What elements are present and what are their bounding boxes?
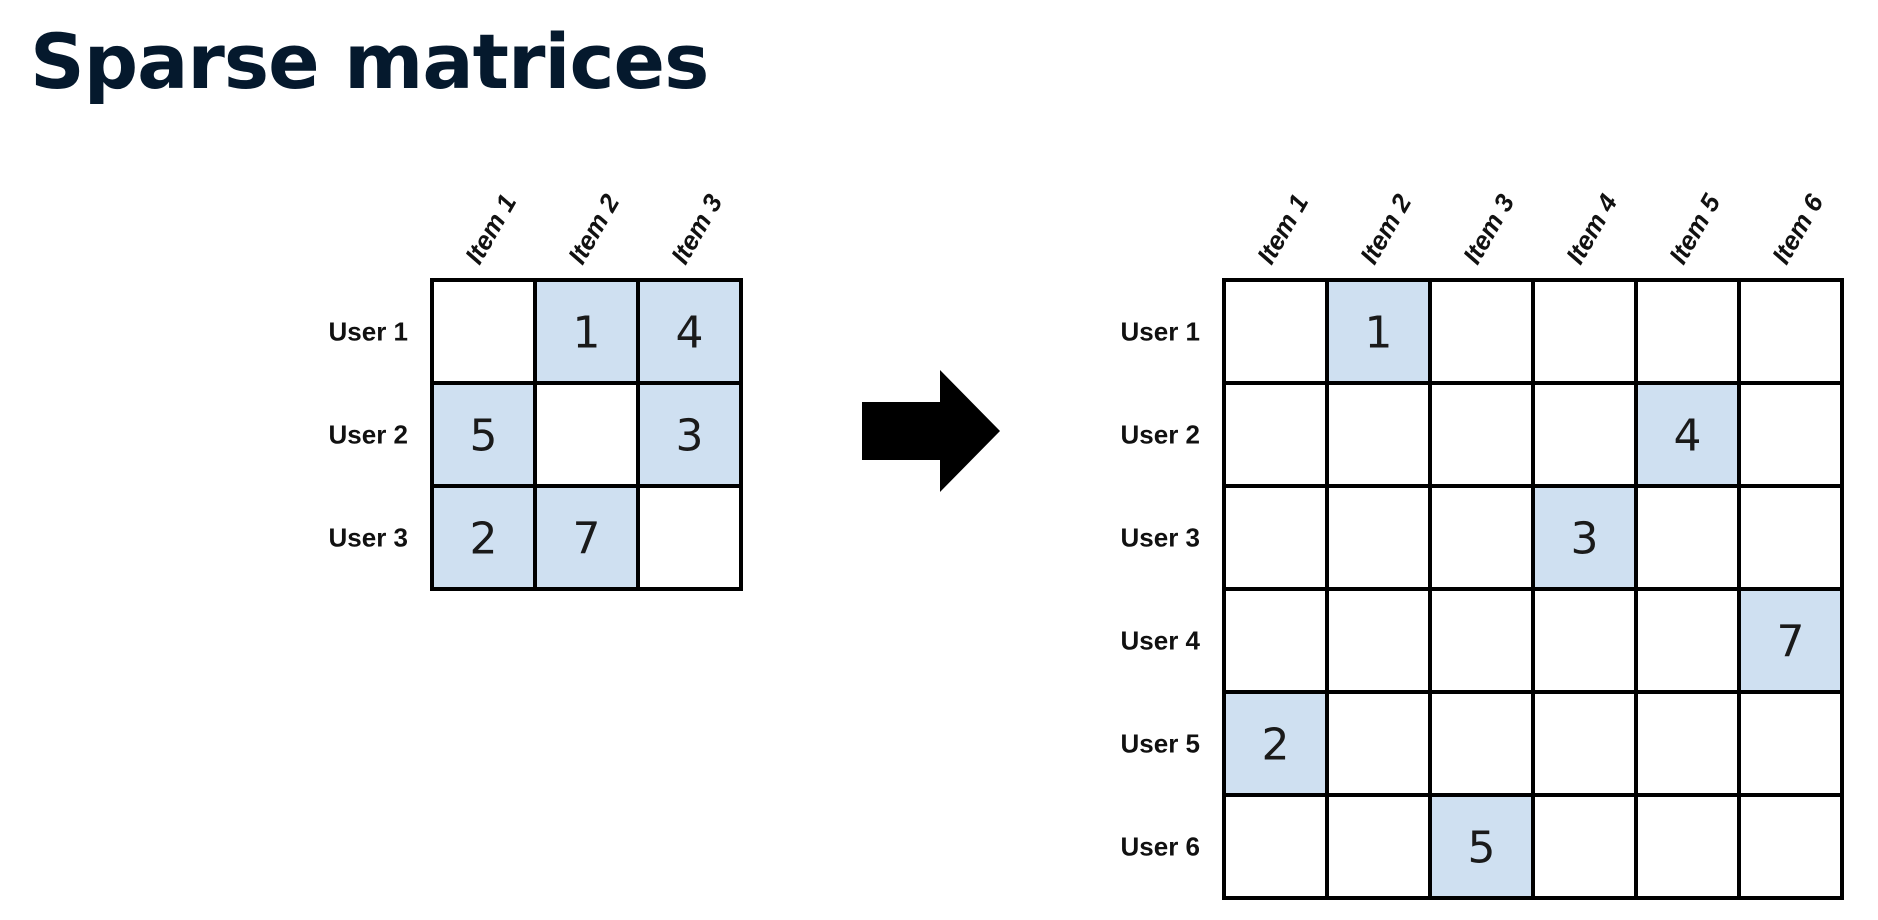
sparse-col-label: Item 1 bbox=[1251, 189, 1315, 269]
sparse-row-label: User 6 bbox=[1121, 832, 1201, 862]
sparse-row-label: User 5 bbox=[1121, 729, 1201, 759]
dense-cell-value: 1 bbox=[573, 308, 601, 359]
sparse-cell-r6-c3 bbox=[1430, 795, 1533, 898]
sparse-cell-r5-c4 bbox=[1533, 692, 1636, 795]
dense-cell-r1-c2 bbox=[535, 280, 638, 383]
sparse-cell-r5-c5 bbox=[1636, 692, 1739, 795]
dense-cell-r1-c3 bbox=[638, 280, 741, 383]
sparse-cell-r1-c4 bbox=[1533, 280, 1636, 383]
sparse-cell-r4-c2 bbox=[1327, 589, 1430, 692]
dense-cell-r3-c1 bbox=[432, 486, 535, 589]
sparse-cell-r1-c2 bbox=[1327, 280, 1430, 383]
sparse-cell-value: 2 bbox=[1262, 720, 1290, 771]
sparse-cell-r2-c1 bbox=[1224, 383, 1327, 486]
sparse-cell-value: 4 bbox=[1674, 411, 1702, 462]
dense-row-label: User 2 bbox=[329, 420, 409, 450]
sparse-col-label: Item 3 bbox=[1457, 188, 1521, 269]
page-title: Sparse matrices bbox=[30, 17, 709, 106]
sparse-row-label: User 1 bbox=[1121, 317, 1201, 347]
sparse-col-label: Item 6 bbox=[1766, 188, 1830, 269]
sparse-cell-r4-c3 bbox=[1430, 589, 1533, 692]
sparse-cell-r4-c1 bbox=[1224, 589, 1327, 692]
dense-row-label: User 1 bbox=[329, 317, 409, 347]
sparse-cell-r2-c5 bbox=[1636, 383, 1739, 486]
sparse-cell-r6-c6 bbox=[1739, 795, 1842, 898]
dense-cell-value: 5 bbox=[470, 411, 498, 462]
sparse-cell-r2-c2 bbox=[1327, 383, 1430, 486]
sparse-col-label: Item 2 bbox=[1354, 188, 1418, 269]
sparse-cell-value: 1 bbox=[1365, 308, 1393, 359]
dense-cell-r3-c3 bbox=[638, 486, 741, 589]
sparse-row-label: User 4 bbox=[1121, 626, 1201, 656]
dense-cell-r2-c3 bbox=[638, 383, 741, 486]
sparse-cell-r3-c2 bbox=[1327, 486, 1430, 589]
sparse-cell-r6-c4 bbox=[1533, 795, 1636, 898]
sparse-cell-r3-c5 bbox=[1636, 486, 1739, 589]
sparse-cell-r2-c3 bbox=[1430, 383, 1533, 486]
arrow-shape bbox=[862, 370, 1000, 492]
sparse-cell-r2-c4 bbox=[1533, 383, 1636, 486]
sparse-cell-r4-c4 bbox=[1533, 589, 1636, 692]
sparse-cell-r3-c6 bbox=[1739, 486, 1842, 589]
sparse-cell-r6-c2 bbox=[1327, 795, 1430, 898]
sparse-cell-r5-c2 bbox=[1327, 692, 1430, 795]
dense-cell-value: 2 bbox=[470, 514, 498, 565]
sparse-row-label: User 2 bbox=[1121, 420, 1201, 450]
dense-row-label: User 3 bbox=[329, 523, 409, 553]
sparse-cell-r1-c1 bbox=[1224, 280, 1327, 383]
sparse-cell-r1-c6 bbox=[1739, 280, 1842, 383]
sparse-cell-value: 5 bbox=[1468, 823, 1496, 874]
sparse-cell-r6-c1 bbox=[1224, 795, 1327, 898]
sparse-cell-r4-c6 bbox=[1739, 589, 1842, 692]
sparse-cell-value: 3 bbox=[1571, 514, 1599, 565]
sparse-col-label: Item 4 bbox=[1560, 188, 1624, 269]
sparse-cell-value: 7 bbox=[1777, 617, 1805, 668]
dense-cell-r2-c1 bbox=[432, 383, 535, 486]
sparse-cell-r3-c4 bbox=[1533, 486, 1636, 589]
dense-cell-value: 4 bbox=[676, 308, 704, 359]
sparse-col-label: Item 5 bbox=[1663, 188, 1727, 269]
dense-cell-r2-c2 bbox=[535, 383, 638, 486]
sparse-cell-r1-c3 bbox=[1430, 280, 1533, 383]
dense-cell-value: 7 bbox=[573, 514, 601, 565]
sparse-cell-r5-c3 bbox=[1430, 692, 1533, 795]
sparse-cell-r5-c1 bbox=[1224, 692, 1327, 795]
dense-cell-r3-c2 bbox=[535, 486, 638, 589]
sparse-cell-r6-c5 bbox=[1636, 795, 1739, 898]
sparse-cell-r5-c6 bbox=[1739, 692, 1842, 795]
sparse-cell-r3-c3 bbox=[1430, 486, 1533, 589]
sparse-cell-r4-c5 bbox=[1636, 589, 1739, 692]
sparse-cell-r1-c5 bbox=[1636, 280, 1739, 383]
sparse-cell-r3-c1 bbox=[1224, 486, 1327, 589]
dense-cell-value: 3 bbox=[676, 411, 704, 462]
sparse-row-label: User 3 bbox=[1121, 523, 1201, 553]
dense-cell-r1-c1 bbox=[432, 280, 535, 383]
sparse-cell-r2-c6 bbox=[1739, 383, 1842, 486]
